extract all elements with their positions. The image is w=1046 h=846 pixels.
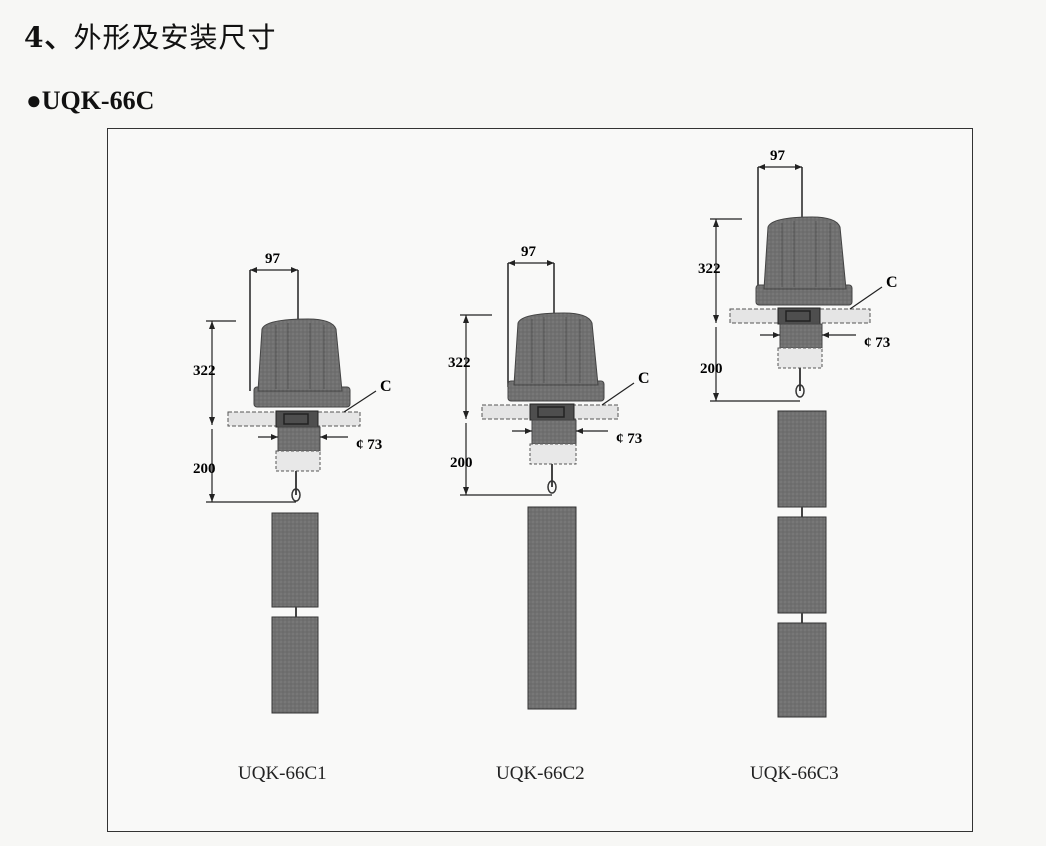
variant-2-height-dim: 322	[448, 355, 471, 371]
variant-3-callout: C	[886, 274, 898, 291]
section-number: 4、	[24, 21, 74, 54]
variant-3-floats	[777, 410, 827, 718]
variant-2-width-dim: 97	[521, 244, 537, 260]
section-heading: 4、外形及安装尺寸	[24, 16, 277, 56]
variant-2-drop-dim: 200	[450, 455, 473, 471]
dimension-drawing-frame: 97 322 200	[107, 128, 973, 832]
variant-3-diameter-dim: ¢ 73	[864, 335, 890, 351]
variant-3-drop-dim: 200	[700, 361, 723, 377]
variant-1-drop-dim: 200	[193, 461, 216, 477]
dimension-drawings: 97 322 200	[193, 148, 898, 718]
variant-3-width-dim: 97	[770, 148, 786, 164]
variant-1-drawing: 97 322 200	[193, 251, 392, 714]
variant-3-drawing: 97 322 200 ¢ 7	[698, 148, 898, 718]
variant-3-model-label: UQK-66C3	[750, 763, 839, 784]
variant-1-height-dim: 322	[193, 363, 216, 379]
variant-1-floats	[271, 512, 319, 714]
section-title-text: 外形及安装尺寸	[73, 21, 277, 54]
variant-2-drawing: 97 322 200 ¢ 7	[448, 244, 650, 710]
variant-2-floats	[527, 506, 577, 710]
variant-1-width-dim: 97	[265, 251, 281, 267]
variant-1-diameter-dim: ¢ 73	[356, 437, 382, 453]
variant-1-model-label: UQK-66C1	[238, 763, 327, 784]
variant-2-diameter-dim: ¢ 73	[616, 431, 642, 447]
variant-3-height-dim: 322	[698, 261, 721, 277]
variant-1-callout: C	[380, 378, 392, 395]
variant-2-callout: C	[638, 370, 650, 387]
variant-2-model-label: UQK-66C2	[496, 763, 585, 784]
model-series-title: ●UQK-66C	[26, 86, 155, 115]
